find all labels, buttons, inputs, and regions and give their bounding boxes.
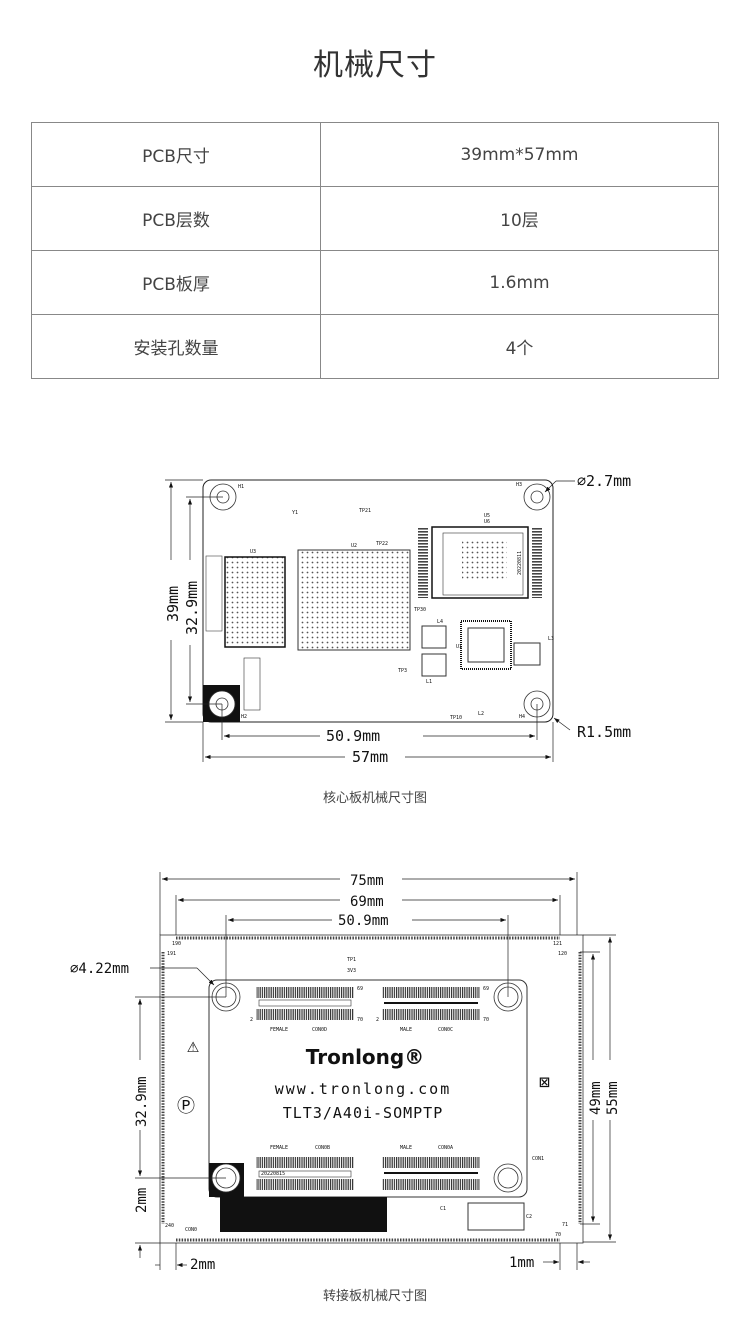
page-title: 机械尺寸 xyxy=(313,48,437,83)
svg-text:FEMALE: FEMALE xyxy=(270,1145,288,1151)
dim-2mm-vertical: 2mm xyxy=(134,1188,150,1213)
svg-text:MALE: MALE xyxy=(400,1027,412,1033)
svg-text:240: 240 xyxy=(165,1223,174,1229)
dim-hole-vertical: 32.9mm xyxy=(183,581,201,635)
svg-text:CON0A: CON0A xyxy=(438,1145,453,1151)
svg-text:CON0C: CON0C xyxy=(438,1027,453,1033)
dim-69mm: 69mm xyxy=(350,894,384,910)
core-board-drawing: H1 H3 H2 H4 U3 U2 U5 U6 Y1 TP21 TP22 TP3… xyxy=(164,472,631,766)
brand-url: www.tronlong.com xyxy=(275,1080,452,1098)
svg-text:U3: U3 xyxy=(250,549,256,555)
svg-text:L1: L1 xyxy=(426,679,432,685)
svg-text:2: 2 xyxy=(250,1017,253,1023)
svg-text:C1: C1 xyxy=(440,1206,446,1212)
svg-text:TP10: TP10 xyxy=(450,715,462,721)
svg-text:TP21: TP21 xyxy=(359,508,371,514)
svg-text:U5: U5 xyxy=(484,513,490,519)
svg-text:2: 2 xyxy=(376,1017,379,1023)
brand-logo: Tronlong® xyxy=(306,1045,424,1069)
weee-icon: ⊠ xyxy=(539,1072,550,1093)
svg-text:TP22: TP22 xyxy=(376,541,388,547)
dim-1mm-bottom: 1mm xyxy=(509,1255,534,1271)
esd-icon: ⚠ xyxy=(187,1033,199,1057)
svg-text:U1: U1 xyxy=(456,644,462,650)
dim-75mm: 75mm xyxy=(350,873,384,889)
svg-text:H3: H3 xyxy=(516,482,522,488)
dim-32-9mm: 32.9mm xyxy=(134,1076,150,1127)
svg-text:TP30: TP30 xyxy=(414,607,426,613)
svg-text:U2: U2 xyxy=(351,543,357,549)
svg-text:20220815: 20220815 xyxy=(261,1171,285,1177)
soc-u2 xyxy=(297,549,411,651)
spec-label: PCB板厚 xyxy=(31,250,321,315)
svg-text:70: 70 xyxy=(555,1232,561,1238)
spec-value: 39mm*57mm xyxy=(320,122,719,187)
dim-height: 39mm xyxy=(164,586,182,622)
dim-width: 57mm xyxy=(352,748,388,766)
spec-value: 10层 xyxy=(320,186,719,251)
spec-value: 1.6mm xyxy=(320,250,719,315)
dim-55mm: 55mm xyxy=(605,1081,621,1115)
svg-text:69: 69 xyxy=(483,986,489,992)
dim-corner-radius: R1.5mm xyxy=(577,723,631,741)
svg-text:TP1: TP1 xyxy=(347,957,356,963)
svg-text:TP3: TP3 xyxy=(398,668,407,674)
dim-hole-diameter: ⌀4.22mm xyxy=(70,961,129,977)
svg-text:70: 70 xyxy=(483,1017,489,1023)
dim-49mm: 49mm xyxy=(588,1081,604,1115)
svg-text:H2: H2 xyxy=(241,714,247,720)
svg-text:120: 120 xyxy=(558,951,567,957)
svg-text:CON0: CON0 xyxy=(185,1227,197,1233)
svg-text:3V3: 3V3 xyxy=(347,968,356,974)
svg-text:L3: L3 xyxy=(548,636,554,642)
svg-text:MALE: MALE xyxy=(400,1145,412,1151)
svg-text:190: 190 xyxy=(172,941,181,947)
core-board-caption: 核心板机械尺寸图 xyxy=(322,791,427,806)
svg-text:L4: L4 xyxy=(437,619,443,625)
svg-text:121: 121 xyxy=(553,941,562,947)
spec-value: 4个 xyxy=(320,314,719,379)
black-label-area xyxy=(220,1197,387,1232)
svg-text:CON0D: CON0D xyxy=(312,1027,327,1033)
svg-text:CON1: CON1 xyxy=(532,1156,544,1162)
dim-2mm-bottom: 2mm xyxy=(190,1257,215,1273)
svg-text:69: 69 xyxy=(357,986,363,992)
dim-hole-horizontal: 50.9mm xyxy=(326,727,380,745)
dim-hole-diameter: ⌀2.7mm xyxy=(577,472,631,490)
board-model: TLT3/A40i-SOMPTP xyxy=(283,1104,444,1122)
spec-label: PCB尺寸 xyxy=(31,122,321,187)
svg-text:U6: U6 xyxy=(484,519,490,525)
svg-text:70: 70 xyxy=(357,1017,363,1023)
dim-50-9mm: 50.9mm xyxy=(338,913,389,929)
spec-label: PCB层数 xyxy=(31,186,321,251)
svg-text:20220811: 20220811 xyxy=(517,551,523,575)
adapter-board-drawing: Tronlong® www.tronlong.com TLT3/A40i-SOM… xyxy=(70,872,621,1273)
svg-text:71: 71 xyxy=(562,1222,568,1228)
svg-text:C2: C2 xyxy=(526,1214,532,1220)
svg-text:H1: H1 xyxy=(238,484,244,490)
pb-free-icon: Ⓟ xyxy=(177,1096,195,1117)
svg-text:FEMALE: FEMALE xyxy=(270,1027,288,1033)
spec-label: 安装孔数量 xyxy=(31,314,321,379)
ram-u3 xyxy=(224,556,286,648)
svg-text:Y1: Y1 xyxy=(292,510,298,516)
board-connectors xyxy=(256,987,480,1190)
svg-text:L2: L2 xyxy=(478,711,484,717)
svg-text:H4: H4 xyxy=(519,714,525,720)
svg-text:CON0B: CON0B xyxy=(315,1145,330,1151)
svg-text:191: 191 xyxy=(167,951,176,957)
adapter-board-caption: 转接板机械尺寸图 xyxy=(322,1289,427,1304)
